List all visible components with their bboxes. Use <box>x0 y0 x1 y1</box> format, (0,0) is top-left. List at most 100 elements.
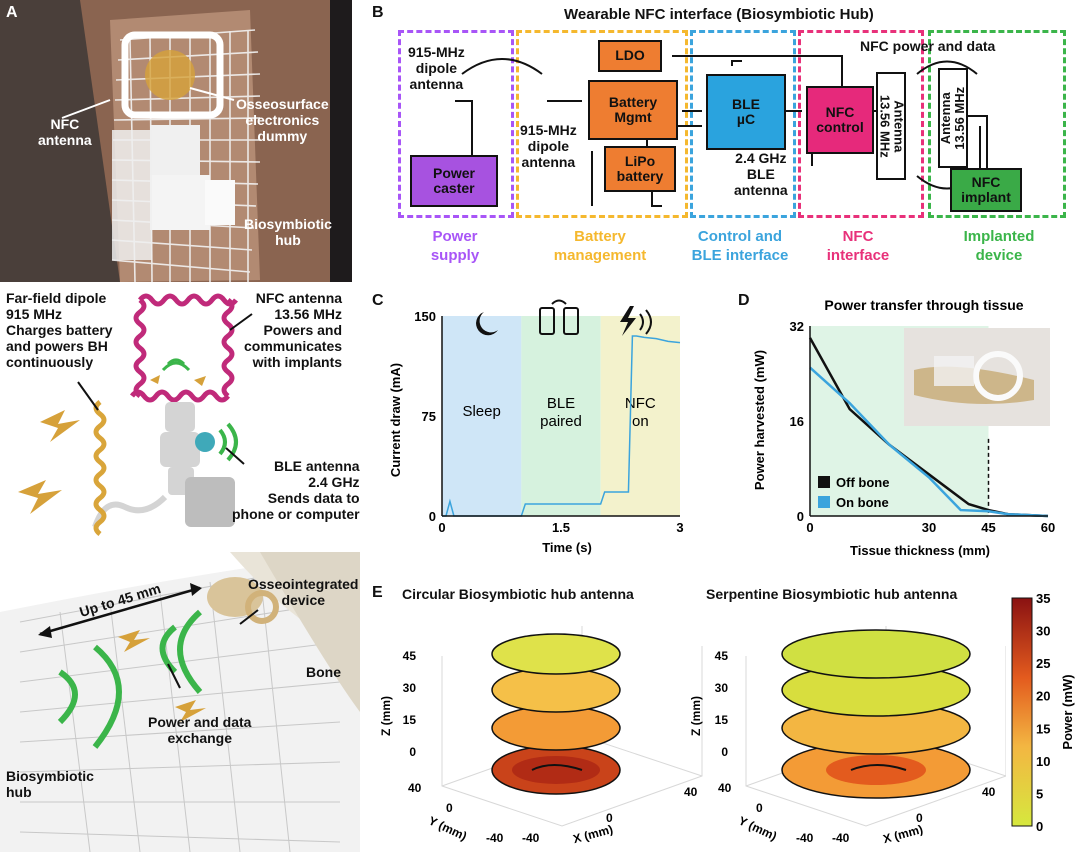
section-label-battery: Battery management <box>553 228 647 264</box>
circ-x-label: X (mm) <box>572 822 615 846</box>
series-1 <box>809 366 1049 518</box>
box-battery-mgmt: Battery Mgmt <box>588 80 678 140</box>
chart-d-ytick-0: 0 <box>797 509 804 524</box>
colorbar-tick-6: 30 <box>1036 624 1050 639</box>
circ-y-40: 40 <box>408 781 422 795</box>
panel-letter-d: D <box>738 292 750 309</box>
section-label-power: Power supply <box>430 228 480 264</box>
chart-d-xtick-0: 0 <box>806 520 813 535</box>
colorbar-tick-0: 0 <box>1036 819 1043 834</box>
arm-photo: A NFC antenna Osseosurface electronics d… <box>0 0 352 282</box>
label-ble-antenna: BLE antenna 2.4 GHz Sends data to phone … <box>232 458 360 523</box>
colorbar-tick-5: 25 <box>1036 656 1050 671</box>
chart-d-ytick-2: 32 <box>790 319 804 334</box>
bone-illustration: Up to 45 mm Osseointegrated device Bone … <box>0 552 360 852</box>
box-ldo: LDO <box>598 40 662 72</box>
circ-z-label: Z (mm) <box>379 696 393 736</box>
label-osseo-device: Osseointegrated device <box>248 576 359 609</box>
hub-schematic-drawing <box>18 293 253 536</box>
antenna-a-label: Antenna 13.56 MHz <box>877 94 907 158</box>
colorbar-tick-1: 5 <box>1036 786 1043 801</box>
box-power-caster: Power caster <box>410 155 498 207</box>
circ-z-15: 15 <box>403 713 417 727</box>
box-nfc-implant: NFC implant <box>950 168 1022 212</box>
chart-c-xtick-1: 1.5 <box>552 520 570 535</box>
section-nfc <box>798 30 924 218</box>
colorbar-label: Power (mW) <box>1060 674 1075 749</box>
label-ble-antenna-b: 2.4 GHz BLE antenna <box>734 150 788 199</box>
box-ble-uc: BLE µC <box>706 74 786 150</box>
current-trace <box>442 335 681 517</box>
section-control <box>690 30 796 218</box>
circ-x-neg40: -40 <box>522 831 540 845</box>
arm-photo-drawing <box>0 0 352 282</box>
label-hub-bone: Biosymbiotic hub <box>6 768 94 801</box>
panel-letter-c: C <box>372 292 384 309</box>
antenna-b-label: Antenna 13.56 MHz <box>937 86 967 150</box>
chart-d-xtick-3: 60 <box>1041 520 1055 535</box>
box-lipo: LiPo battery <box>604 146 676 192</box>
serp-z-0: 0 <box>721 745 728 759</box>
chart-c-ytick-1: 75 <box>422 409 436 424</box>
chart-d-title: Power transfer through tissue <box>824 297 1023 313</box>
lightning-icon <box>620 306 652 336</box>
circ-z-30: 30 <box>403 681 417 695</box>
serp-x-0: 0 <box>916 811 923 825</box>
colorbar-tick-7: 35 <box>1036 594 1050 606</box>
panel-letter-a: A <box>6 4 18 21</box>
chart-e-title-serpentine: Serpentine Biosymbiotic hub antenna <box>706 586 958 602</box>
chart-d-xtick-2: 45 <box>981 520 995 535</box>
region-0 <box>442 316 522 516</box>
colorbar-tick-3: 15 <box>1036 721 1050 736</box>
colorbar-tick-4: 20 <box>1036 689 1050 704</box>
plot-circular-antenna: 45 30 15 0 Z (mm) 40 0 -40 Y (mm) -40 0 … <box>379 626 703 846</box>
serp-z-label: Z (mm) <box>689 696 703 736</box>
legend-on-bone: On bone <box>836 495 889 510</box>
chart-power-tissue: 0 30 45 60 0 16 32 Power transfer through tiss… <box>752 297 1055 558</box>
serp-y-label: Y (mm) <box>736 813 779 843</box>
circ-x-40: 40 <box>684 785 698 799</box>
chart-e-title-circular: Circular Biosymbiotic hub antenna <box>402 586 634 602</box>
box-antenna-a: Antenna 13.56 MHz <box>876 72 906 180</box>
serp-y-neg40: -40 <box>796 831 814 845</box>
chart-c-xlabel: Time (s) <box>542 540 592 555</box>
moon-icon <box>476 312 498 336</box>
circ-y-neg40: -40 <box>486 831 504 845</box>
hub-schematic: Far-field dipole 915 MHz Charges battery… <box>0 282 360 552</box>
section-power-supply <box>398 30 514 218</box>
label-hub: Biosymbiotic hub <box>244 216 332 249</box>
serp-y-0: 0 <box>756 801 763 815</box>
label-dipole-top: 915-MHz dipole antenna <box>408 44 465 93</box>
chart-d-legend: Off bone On bone <box>818 475 889 510</box>
circ-x-0: 0 <box>606 811 613 825</box>
chart-d-xtick-1: 30 <box>922 520 936 535</box>
region-label-0: Sleep <box>462 403 500 420</box>
circ-z-0: 0 <box>409 745 416 759</box>
chart-c-ytick-0: 0 <box>429 509 436 524</box>
label-dipole-mid: 915-MHz dipole antenna <box>520 122 577 171</box>
panel-letter-e: E <box>372 584 383 601</box>
chart-c-xtick-0: 0 <box>438 520 445 535</box>
label-exchange: Power and data exchange <box>148 714 252 747</box>
label-far-field: Far-field dipole 915 MHz Charges battery… <box>6 290 113 371</box>
chart-d-xlabel: Tissue thickness (mm) <box>850 543 990 558</box>
label-nfc-antenna-schematic: NFC antenna 13.56 MHz Powers and communi… <box>244 290 343 371</box>
chart-c-ylabel: Current draw (mA) <box>388 363 403 477</box>
panel-letter-b: B <box>372 4 384 21</box>
legend-swatch-off-bone <box>818 476 830 488</box>
label-nfc-antenna: NFC antenna <box>38 116 92 149</box>
circ-y-0: 0 <box>446 801 453 815</box>
chart-d-ytick-1: 16 <box>790 414 804 429</box>
legend-off-bone: Off bone <box>836 475 889 490</box>
phone-pair-icon <box>539 299 579 335</box>
chart-c-ytick-2: 150 <box>414 309 436 324</box>
bone-illustration-drawing <box>0 552 360 852</box>
serp-x-neg40: -40 <box>832 831 850 845</box>
label-nfc-power-data: NFC power and data <box>860 38 996 54</box>
serp-z-45: 45 <box>715 649 729 663</box>
section-label-implant: Implanted device <box>963 228 1035 264</box>
circ-z-45: 45 <box>403 649 417 663</box>
